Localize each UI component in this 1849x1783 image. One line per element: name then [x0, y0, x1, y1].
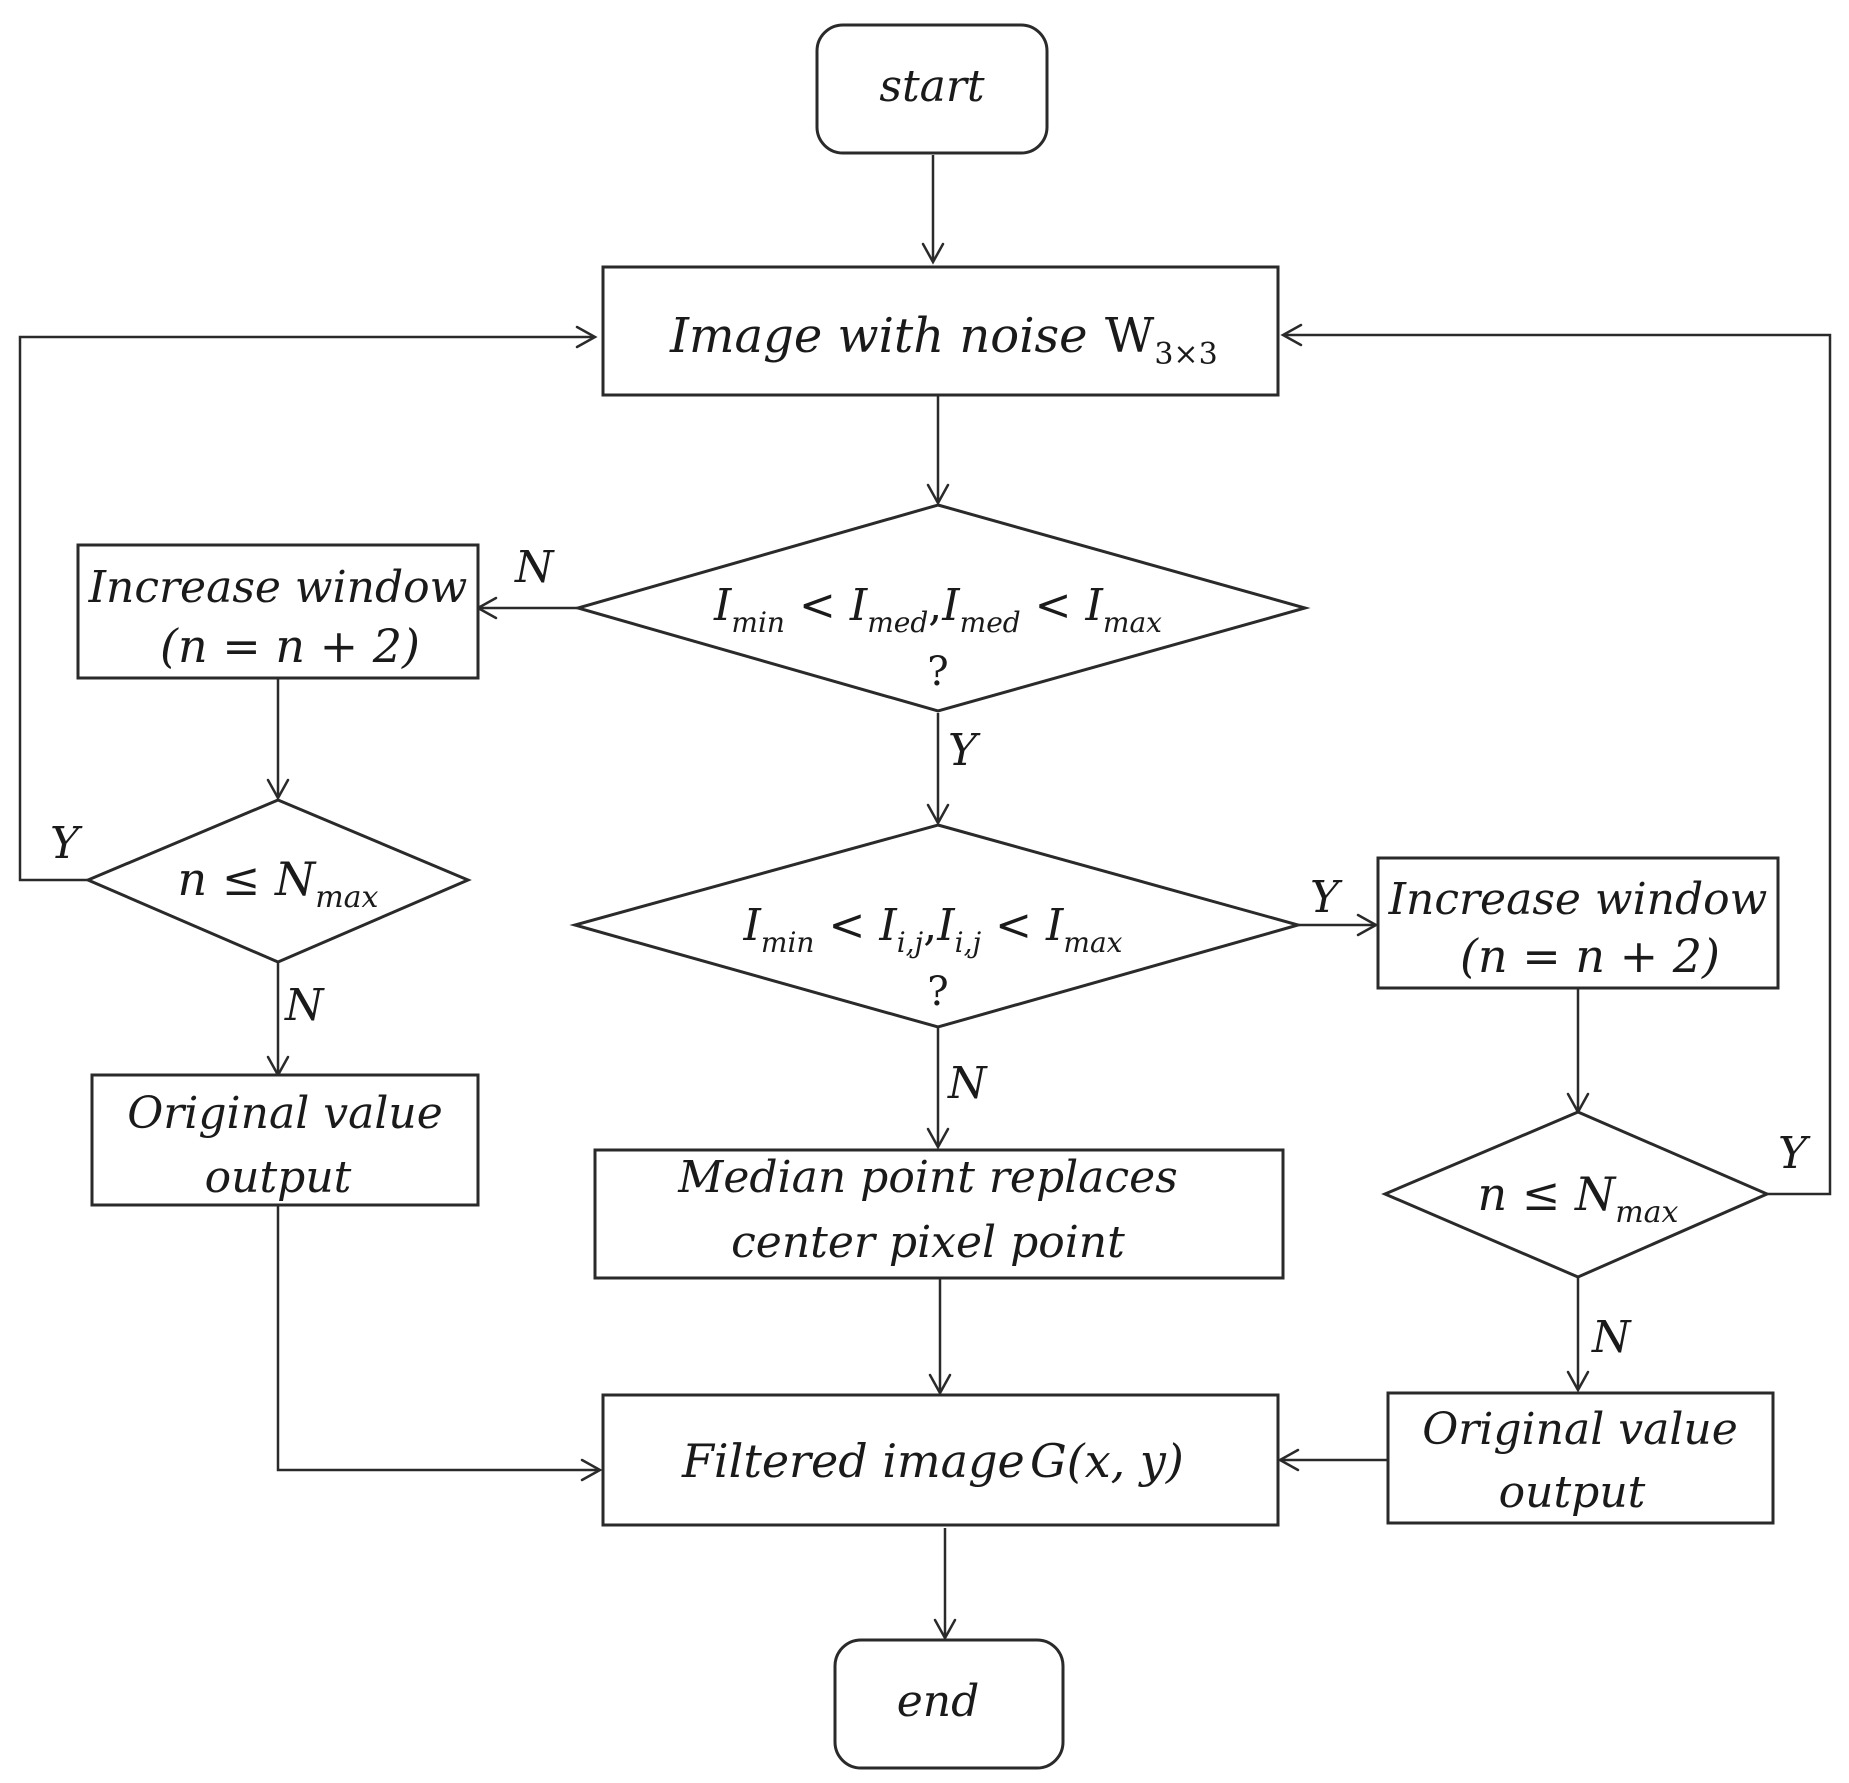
decision-b: Imin < Ii,j,Ii,j < Imax ?	[569, 823, 1304, 1029]
nmax-right-decision: n ≤ Nmax	[1381, 1110, 1771, 1279]
decision-b-no-label: N	[947, 1058, 988, 1109]
decision-a-no-label: N	[514, 542, 555, 593]
original-left-line1: Original value	[127, 1088, 443, 1139]
nmax-left-no-label: N	[284, 980, 325, 1031]
original-left-line2: output	[205, 1152, 352, 1203]
increase-right-line2: (n = n + 2)	[1460, 929, 1720, 983]
nmax-right-condition: n ≤ Nmax	[1478, 1167, 1679, 1230]
nmax-right-no-label: N	[1591, 1312, 1632, 1363]
decision-b-yes-label: Y	[1310, 872, 1343, 923]
nmax-left-condition: n ≤ Nmax	[178, 852, 379, 915]
decision-b-condition: Imin < Ii,j,Ii,j < Imax	[743, 900, 1123, 959]
nmax-right-yes-label: Y	[1778, 1128, 1811, 1179]
edge-original-left-to-filtered	[276, 1205, 600, 1472]
increase-left-line1: Increase window	[88, 562, 468, 613]
increase-window-right-box: Increase window (n = n + 2)	[1376, 856, 1780, 990]
decision-a: Imin < Imed,Imed < Imax ?	[572, 503, 1311, 713]
increase-window-left-box: Increase window (n = n + 2)	[76, 543, 480, 680]
noisy-image-box: Image with noise W3×3	[601, 265, 1280, 397]
decision-a-question-mark: ?	[927, 649, 948, 695]
edge-nmax-right-yes-loop	[1283, 333, 1832, 1196]
original-right-line2: output	[1499, 1467, 1646, 1518]
noisy-image-label: Image with noise W3×3	[669, 308, 1218, 372]
edge-labels: N Y Y N Y N Y N	[50, 542, 1811, 1363]
edge-nmax-left-yes-loop	[18, 335, 595, 882]
median-box: Median point replaces center pixel point	[593, 1148, 1285, 1280]
increase-left-line2: (n = n + 2)	[160, 619, 420, 673]
end-node: end	[833, 1638, 1065, 1770]
original-right-line1: Original value	[1422, 1404, 1738, 1455]
end-label: end	[897, 1676, 980, 1727]
original-right-box: Original value output	[1386, 1391, 1775, 1525]
nmax-left-yes-label: Y	[50, 818, 83, 869]
nmax-left-decision: n ≤ Nmax	[84, 798, 472, 964]
original-left-box: Original value output	[90, 1073, 480, 1207]
median-line2: center pixel point	[731, 1217, 1125, 1268]
decision-a-yes-label: Y	[948, 725, 981, 776]
decision-a-condition: Imin < Imed,Imed < Imax	[713, 580, 1162, 639]
connectors	[18, 155, 1832, 1641]
median-line1: Median point replaces	[677, 1152, 1177, 1203]
increase-right-line1: Increase window	[1388, 874, 1768, 925]
start-label: start	[879, 61, 985, 112]
decision-b-question-mark: ?	[927, 969, 948, 1015]
start-node: start	[815, 23, 1049, 155]
